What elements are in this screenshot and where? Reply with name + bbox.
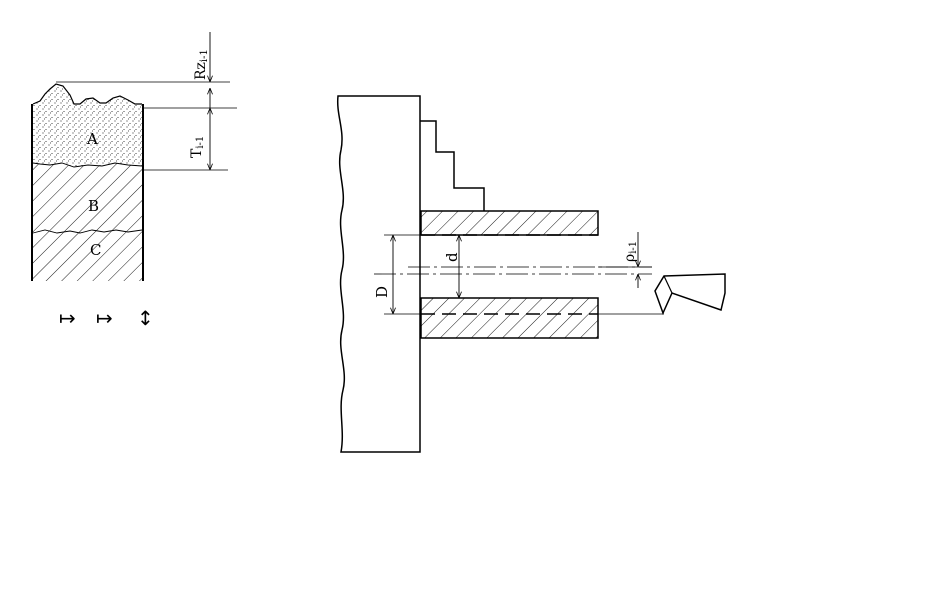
boundary-b-c [32, 229, 143, 234]
layer-c-label: C [90, 241, 101, 259]
workpiece-upper-wall [420, 210, 599, 236]
t-label: Ti-1 [189, 136, 206, 158]
chuck-jaw [420, 120, 485, 211]
layer-a-label: A [86, 130, 98, 148]
roughness-profile [32, 83, 142, 105]
boring-setup: D d ρi-1 [336, 95, 726, 453]
boring-tool [654, 273, 726, 315]
boundary-a-b [32, 162, 143, 168]
workpiece-lower-wall [420, 297, 599, 339]
legend-arrow-3: ↕ [137, 306, 154, 330]
d-small-label: d [443, 252, 461, 262]
layer-a-region [33, 84, 142, 167]
legend-arrow-1: ↦ [59, 306, 76, 330]
d-large-label: D [373, 286, 391, 298]
surface-layer-section: A B C Rzi-1 Ti-1 ↦ ↦ ↕ [31, 32, 237, 330]
legend-arrow-2: ↦ [96, 306, 113, 330]
boring-tool-edge [663, 275, 673, 294]
layer-b-label: B [88, 197, 99, 215]
layer-b-c-region [33, 163, 142, 281]
rz-label: Rzi-1 [193, 49, 210, 80]
rho-label: ρi-1 [622, 241, 639, 262]
